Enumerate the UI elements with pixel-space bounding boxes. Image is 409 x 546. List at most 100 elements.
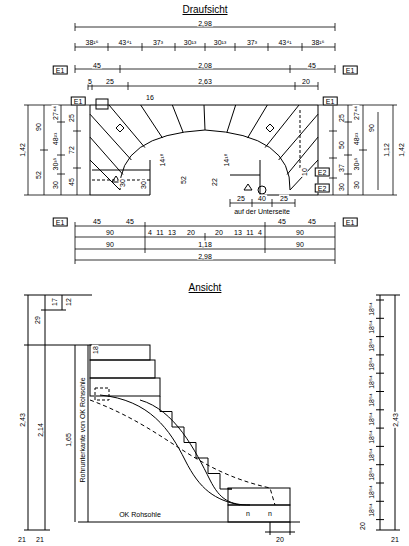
dimension-text: 38¹⁶ [85,39,100,46]
dimension-text: 30¹³ [213,39,227,46]
dimension-text: 4 [257,229,263,236]
dimension-text: 20 [214,229,224,236]
dimension-tick [376,354,384,355]
step-line [227,105,236,132]
dimension-text: 72 [68,145,75,155]
dimension-text: 18⁵⁴ [368,484,375,500]
dimension-text: 5 [87,78,93,85]
dimension-text: 25 [279,195,289,202]
dimension-text: 43⁴¹ [117,39,132,46]
dimension-text: 1,42 [19,142,26,158]
dimension-text: 2,98 [197,20,213,27]
dimension-text: 40 [257,195,267,202]
dimension-text: 90 [35,122,42,132]
dimension-text: 21 [17,536,27,543]
dimension-text: 18⁵⁴ [368,337,375,353]
dimension-text: 25 [338,113,345,123]
dimension-text: 4 [147,229,153,236]
dimension-text: 18⁵⁴ [368,447,375,463]
step-line [90,114,131,160]
section-mark: E1 [323,97,338,106]
dimension-text: 45 [307,62,317,69]
dimension-text: 30 [140,180,147,190]
dimension-text: 30 [353,180,360,190]
dimension-text: 18⁵⁴ [368,356,375,372]
view-heading: Draufsicht [181,5,228,15]
dimension-tick [376,300,384,301]
step-line [248,105,268,138]
dimension-text: Rohrunterkante von OK Rohsohle [79,376,86,483]
dimension-text: 37³ [246,39,258,46]
dimension-text: 90 [295,229,305,236]
dimension-text: 21 [35,536,45,543]
section-mark: E1 [53,218,68,227]
dimension-text: 48²¹ [52,132,59,146]
dimension-text: 11 [245,229,254,236]
section-mark: E1 [53,66,68,75]
dimension-text: 2,43 [19,412,26,428]
dimension-text: 2,63 [197,78,213,85]
dimension-text: 18⁵⁴ [368,374,375,390]
dimension-text: 30¹³ [183,39,197,46]
dimension-tick [376,501,384,502]
step-line [172,105,183,132]
dimension-text: 2,98 [197,253,213,260]
step-line [204,105,205,130]
dimension-text: 1,42 [398,142,405,158]
dimension-text: 11 [155,229,164,236]
step-line [279,114,318,160]
dimension-text: OK Rohsohle [118,511,162,518]
dimension-text: 12 [65,297,72,307]
dimension-text: 25 [236,195,246,202]
dimension-text: 52 [35,170,42,180]
dimension-tick [376,464,384,465]
dimension-text: 25 [105,78,115,85]
dimension-text: 45 [125,218,135,225]
dimension-text: 18⁵⁴ [368,411,375,427]
dimension-text: 2,08 [197,62,213,69]
dimension-text: 18 [92,345,99,355]
dimension-text: 27⁴⁴ [353,105,360,121]
dimension-text: 48²¹ [353,132,360,146]
dimension-text: 21 [390,536,400,543]
dimension-text: 20 [275,536,285,543]
section-mark: E1 [343,66,358,75]
view-heading: Ansicht [188,283,223,293]
step-line [265,105,299,148]
dimension-text: 30 [52,180,59,190]
step-line [109,105,145,148]
dimension-text: 25 [68,113,75,123]
dimension-tick [376,519,384,520]
dimension-text: 17 [51,297,58,307]
dimension-tick [376,318,384,319]
dimension-tick [376,409,384,410]
step-line [90,137,123,174]
section-mark: E2 [315,184,330,193]
dimension-text: auf der Unterseite [233,208,291,215]
dimension-tick [376,428,384,429]
step-line [141,105,163,138]
dimension-text: 16 [145,94,155,101]
dimension-text: 2,43 [392,412,399,428]
stair-plan [90,99,318,195]
dimension-tick [376,483,384,484]
dimension-tick [376,336,384,337]
dimension-text: 13 [167,229,177,236]
dimension-text: 90 [295,241,305,248]
dimension-text: 45 [307,218,317,225]
dimension-text: 18⁵⁴ [368,319,375,335]
dimension-text: 18⁵⁴ [368,301,375,317]
dimension-text: 1,65 [65,432,72,448]
dimension-text: 38¹⁶ [311,39,326,46]
dimension-text: 37 [338,163,345,173]
dimension-tick [376,446,384,447]
dimension-text: 37³ [152,39,164,46]
stair-elevation [24,295,400,535]
section-mark: E2 [315,168,330,177]
dimension-text: 14¹⁸ [223,152,230,167]
step-line [90,160,120,190]
dimension-text: 18⁵⁴ [368,429,375,445]
dimension-text: 90 [105,229,115,236]
dimension-text: 30 [119,178,126,188]
dimension-text: 45 [277,218,287,225]
